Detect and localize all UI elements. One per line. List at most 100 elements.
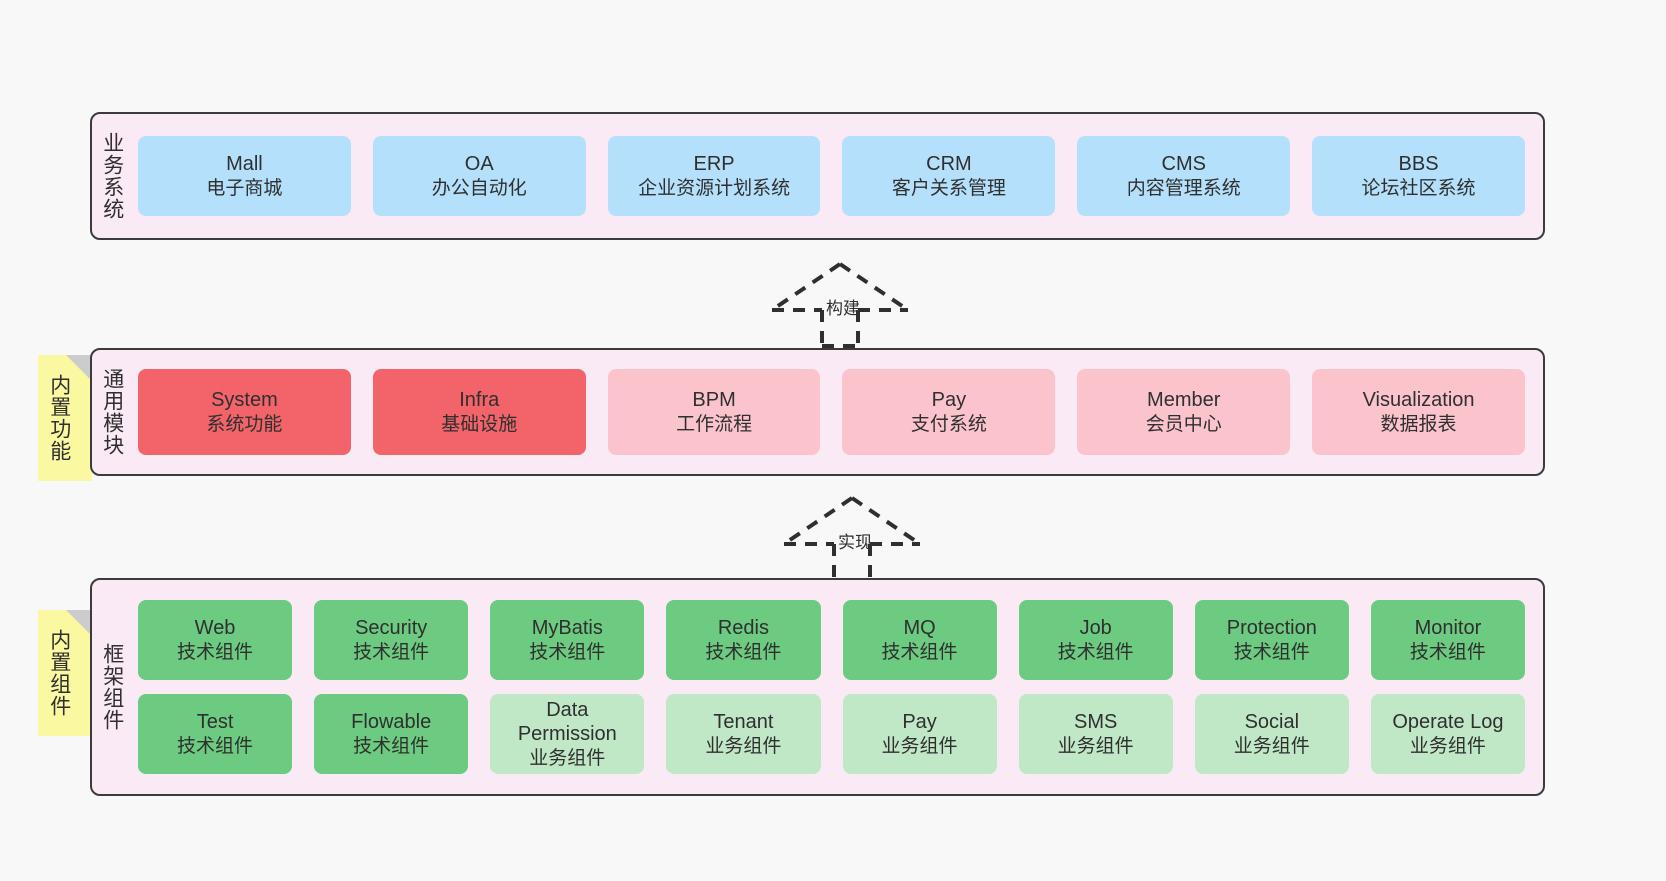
card-cms[interactable]: CMS 内容管理系统 xyxy=(1077,136,1291,216)
card-system-en: System xyxy=(211,389,278,412)
card-bbs-cn: 论坛社区系统 xyxy=(1361,177,1476,199)
card-crm-en: CRM xyxy=(926,153,972,176)
card-pay-module-en: Pay xyxy=(931,389,967,412)
card-oa-cn: 办公自动化 xyxy=(431,177,527,199)
note-fold-corner-icon xyxy=(66,355,92,381)
card-bpm[interactable]: BPM 工作流程 xyxy=(607,369,821,455)
card-job-cn: 技术组件 xyxy=(1057,641,1134,663)
card-system-cn: 系统功能 xyxy=(206,413,283,435)
card-mq-en: MQ xyxy=(903,617,936,640)
card-test-cn: 技术组件 xyxy=(177,735,254,757)
card-protection[interactable]: Protection 技术组件 xyxy=(1194,600,1349,680)
card-data-permission[interactable]: Data Permission 业务组件 xyxy=(490,694,645,774)
card-mybatis-en: MyBatis xyxy=(531,617,603,640)
card-protection-cn: 技术组件 xyxy=(1233,641,1310,663)
layer-business-system-body: Mall 电子商城 OA 办公自动化 ERP 企业资源计划系统 CRM 客户关系… xyxy=(132,114,1543,238)
card-operate-log-en: Operate Log xyxy=(1392,711,1504,734)
card-tenant-cn: 业务组件 xyxy=(705,735,782,757)
card-visualization[interactable]: Visualization 数据报表 xyxy=(1312,369,1525,455)
card-operate-log[interactable]: Operate Log 业务组件 xyxy=(1370,694,1525,774)
layer-framework-components-body: Web 技术组件 Security 技术组件 MyBatis 技术组件 Redi… xyxy=(132,580,1543,794)
note-builtin-function: 内置功能 xyxy=(38,355,92,481)
layer-business-system: 业务系统 Mall 电子商城 OA 办公自动化 ERP 企业资源计划系统 CRM… xyxy=(90,112,1545,240)
card-infra-en: Infra xyxy=(459,389,500,412)
card-flowable[interactable]: Flowable 技术组件 xyxy=(314,694,469,774)
card-infra[interactable]: Infra 基础设施 xyxy=(372,369,586,455)
connector-build: 构建 xyxy=(760,258,920,348)
card-visualization-cn: 数据报表 xyxy=(1380,413,1457,435)
card-job-en: Job xyxy=(1079,617,1112,640)
card-data-permission-en: Data Permission xyxy=(517,699,617,746)
card-social[interactable]: Social 业务组件 xyxy=(1194,694,1349,774)
layer-common-modules-body: System 系统功能 Infra 基础设施 BPM 工作流程 Pay 支付系统… xyxy=(132,350,1543,474)
card-job[interactable]: Job 技术组件 xyxy=(1018,600,1173,680)
card-mall-cn: 电子商城 xyxy=(206,177,283,199)
card-web-en: Web xyxy=(194,617,236,640)
card-pay-component[interactable]: Pay 业务组件 xyxy=(842,694,997,774)
card-mybatis-cn: 技术组件 xyxy=(529,641,606,663)
card-member-en: Member xyxy=(1147,389,1221,412)
card-security[interactable]: Security 技术组件 xyxy=(314,600,469,680)
layer-business-system-title: 业务系统 xyxy=(100,132,124,220)
generalization-arrow-build-icon xyxy=(770,262,910,348)
card-oa[interactable]: OA 办公自动化 xyxy=(372,136,586,216)
card-data-permission-cn: 业务组件 xyxy=(529,747,606,769)
card-erp[interactable]: ERP 企业资源计划系统 xyxy=(607,136,821,216)
card-mall[interactable]: Mall 电子商城 xyxy=(138,136,351,216)
card-erp-cn: 企业资源计划系统 xyxy=(638,177,791,199)
card-monitor[interactable]: Monitor 技术组件 xyxy=(1370,600,1525,680)
card-sms-cn: 业务组件 xyxy=(1057,735,1134,757)
card-oa-en: OA xyxy=(464,153,494,176)
layer-framework-components-title: 框架组件 xyxy=(100,643,124,731)
module-card-row: System 系统功能 Infra 基础设施 BPM 工作流程 Pay 支付系统… xyxy=(138,369,1525,455)
framework-tech-row: Web 技术组件 Security 技术组件 MyBatis 技术组件 Redi… xyxy=(138,600,1525,680)
card-cms-cn: 内容管理系统 xyxy=(1126,177,1241,199)
card-redis-cn: 技术组件 xyxy=(705,641,782,663)
connector-implement: 实现 xyxy=(772,492,932,582)
card-mall-en: Mall xyxy=(226,153,263,176)
card-bbs-en: BBS xyxy=(1398,153,1439,176)
card-cms-en: CMS xyxy=(1161,153,1206,176)
note-builtin-component-text: 内置组件 xyxy=(47,629,71,717)
card-redis-en: Redis xyxy=(717,617,769,640)
card-tenant[interactable]: Tenant 业务组件 xyxy=(666,694,821,774)
note-fold-corner-icon xyxy=(66,610,92,636)
card-mq-cn: 技术组件 xyxy=(881,641,958,663)
card-crm-cn: 客户关系管理 xyxy=(891,177,1006,199)
card-crm[interactable]: CRM 客户关系管理 xyxy=(842,136,1056,216)
card-infra-cn: 基础设施 xyxy=(441,413,518,435)
card-mybatis[interactable]: MyBatis 技术组件 xyxy=(490,600,645,680)
connector-build-label: 构建 xyxy=(826,299,860,318)
card-protection-en: Protection xyxy=(1226,617,1317,640)
card-redis[interactable]: Redis 技术组件 xyxy=(666,600,821,680)
card-pay-module[interactable]: Pay 支付系统 xyxy=(842,369,1056,455)
card-test-en: Test xyxy=(196,711,234,734)
card-operate-log-cn: 业务组件 xyxy=(1409,735,1486,757)
card-monitor-en: Monitor xyxy=(1414,617,1482,640)
card-tenant-en: Tenant xyxy=(713,711,774,734)
layer-framework-components: 框架组件 Web 技术组件 Security 技术组件 MyBatis 技术组件… xyxy=(90,578,1545,796)
card-member-cn: 会员中心 xyxy=(1145,413,1222,435)
note-builtin-function-text: 内置功能 xyxy=(47,374,71,462)
note-builtin-component: 内置组件 xyxy=(38,610,92,736)
card-security-cn: 技术组件 xyxy=(353,641,430,663)
card-system[interactable]: System 系统功能 xyxy=(138,369,351,455)
card-sms[interactable]: SMS 业务组件 xyxy=(1018,694,1173,774)
card-test[interactable]: Test 技术组件 xyxy=(138,694,293,774)
card-mq[interactable]: MQ 技术组件 xyxy=(842,600,997,680)
card-security-en: Security xyxy=(355,617,428,640)
card-monitor-cn: 技术组件 xyxy=(1409,641,1486,663)
card-pay-component-en: Pay xyxy=(902,711,937,734)
card-erp-en: ERP xyxy=(693,153,735,176)
card-flowable-cn: 技术组件 xyxy=(353,735,430,757)
card-pay-component-cn: 业务组件 xyxy=(881,735,958,757)
framework-business-row: Test 技术组件 Flowable 技术组件 Data Permission … xyxy=(138,694,1525,774)
layer-common-modules: 通用模块 System 系统功能 Infra 基础设施 BPM 工作流程 Pay… xyxy=(90,348,1545,476)
card-web-cn: 技术组件 xyxy=(177,641,254,663)
card-social-cn: 业务组件 xyxy=(1233,735,1310,757)
card-bbs[interactable]: BBS 论坛社区系统 xyxy=(1312,136,1525,216)
card-visualization-en: Visualization xyxy=(1362,389,1475,412)
card-web[interactable]: Web 技术组件 xyxy=(138,600,293,680)
card-member[interactable]: Member 会员中心 xyxy=(1077,369,1291,455)
